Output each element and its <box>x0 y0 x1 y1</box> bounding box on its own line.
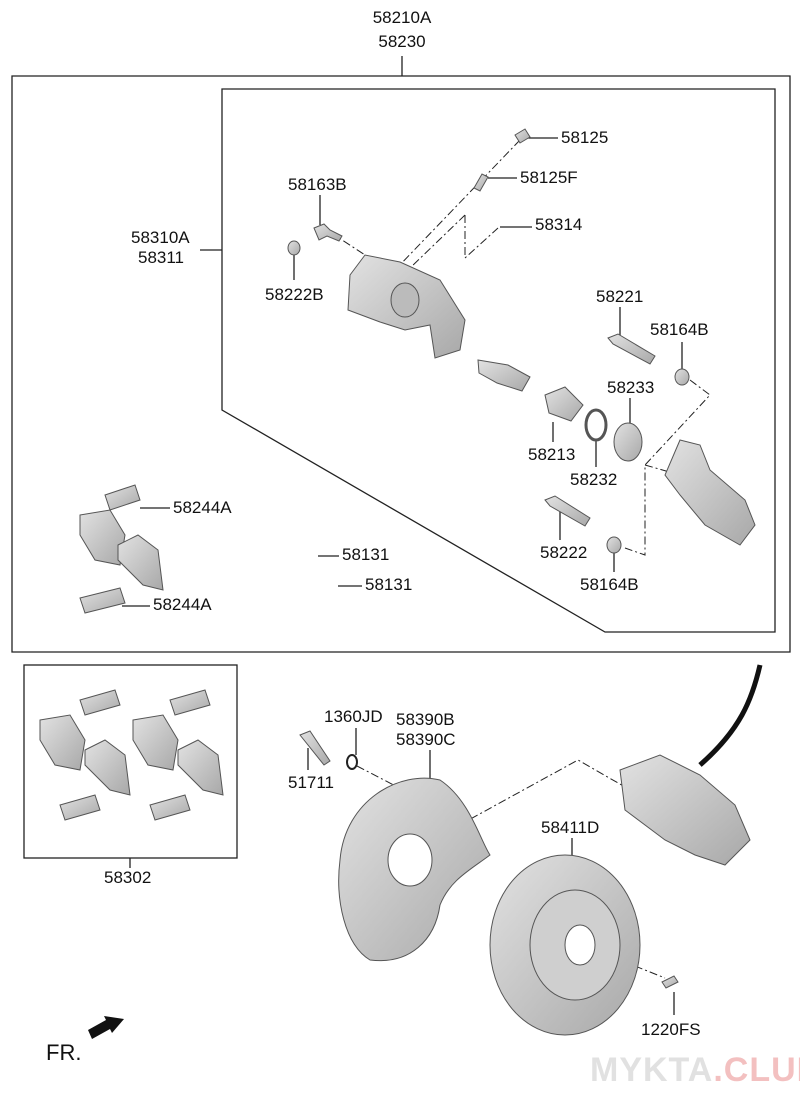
brake-pad-2 <box>117 534 164 591</box>
label-58222: 58222 <box>540 543 588 562</box>
label-58164B-top: 58164B <box>650 320 709 339</box>
label-58131-top: 58131 <box>342 545 390 564</box>
pin-58221 <box>607 333 656 365</box>
label-51711: 51711 <box>288 773 335 792</box>
label-1360JD: 1360JD <box>324 707 383 726</box>
clip-58244A-top <box>104 484 141 511</box>
label-58390B: 58390B <box>396 710 455 729</box>
bolt-58163B <box>313 223 343 242</box>
label-58213: 58213 <box>528 445 576 464</box>
cap-58125 <box>514 128 531 144</box>
kit-pad-2 <box>84 739 131 796</box>
label-58244A-bottom: 58244A <box>153 595 212 614</box>
nut-58222B <box>287 240 301 256</box>
carrier-bracket <box>664 439 756 546</box>
caliper-assembled <box>619 754 751 866</box>
label-58232: 58232 <box>570 470 618 489</box>
actuator <box>477 359 531 392</box>
label-58302: 58302 <box>104 868 152 887</box>
callout-curve <box>698 664 763 767</box>
label-58230: 58230 <box>378 32 426 51</box>
label-58210A: 58210A <box>372 8 432 27</box>
label-58222B: 58222B <box>265 285 324 304</box>
bleeder-58125F <box>473 173 489 192</box>
label-58390C: 58390C <box>396 730 456 749</box>
label-58164B-bottom: 58164B <box>580 575 639 594</box>
label-1220FS: 1220FS <box>641 1020 701 1039</box>
kit-pad-1 <box>39 714 86 771</box>
label-58233: 58233 <box>607 378 655 397</box>
label-58163B: 58163B <box>288 175 347 194</box>
label-58125: 58125 <box>561 128 609 147</box>
label-58131-bottom: 58131 <box>365 575 413 594</box>
label-58411D: 58411D <box>541 818 600 837</box>
outer-assembly-frame <box>11 56 791 653</box>
seal-58232 <box>584 408 608 442</box>
bushing-58164B-bottom <box>606 536 622 554</box>
caliper-assembly-frame <box>221 88 776 633</box>
label-58125F: 58125F <box>520 168 578 187</box>
piston-58213 <box>544 386 584 422</box>
kit-pad-3 <box>132 714 179 771</box>
label-58311: 58311 <box>138 248 185 267</box>
kit-pad-4 <box>177 739 224 796</box>
watermark: MYKTA.CLUB <box>590 1051 800 1089</box>
label-58310A: 58310A <box>131 228 190 247</box>
label-58244A-top: 58244A <box>173 498 232 517</box>
label-58221: 58221 <box>596 287 644 306</box>
bushing-58164B-top <box>674 368 690 386</box>
bolt-51711 <box>299 730 331 766</box>
clip-58244A-bottom <box>79 587 126 614</box>
boot-58233 <box>613 422 643 462</box>
arrow-icon <box>88 1016 124 1039</box>
front-direction-label: FR. <box>46 1040 82 1065</box>
pin-58222 <box>544 495 591 527</box>
washer-1360JD <box>346 754 358 770</box>
label-58314: 58314 <box>535 215 583 234</box>
screw-1220FS <box>661 975 679 989</box>
